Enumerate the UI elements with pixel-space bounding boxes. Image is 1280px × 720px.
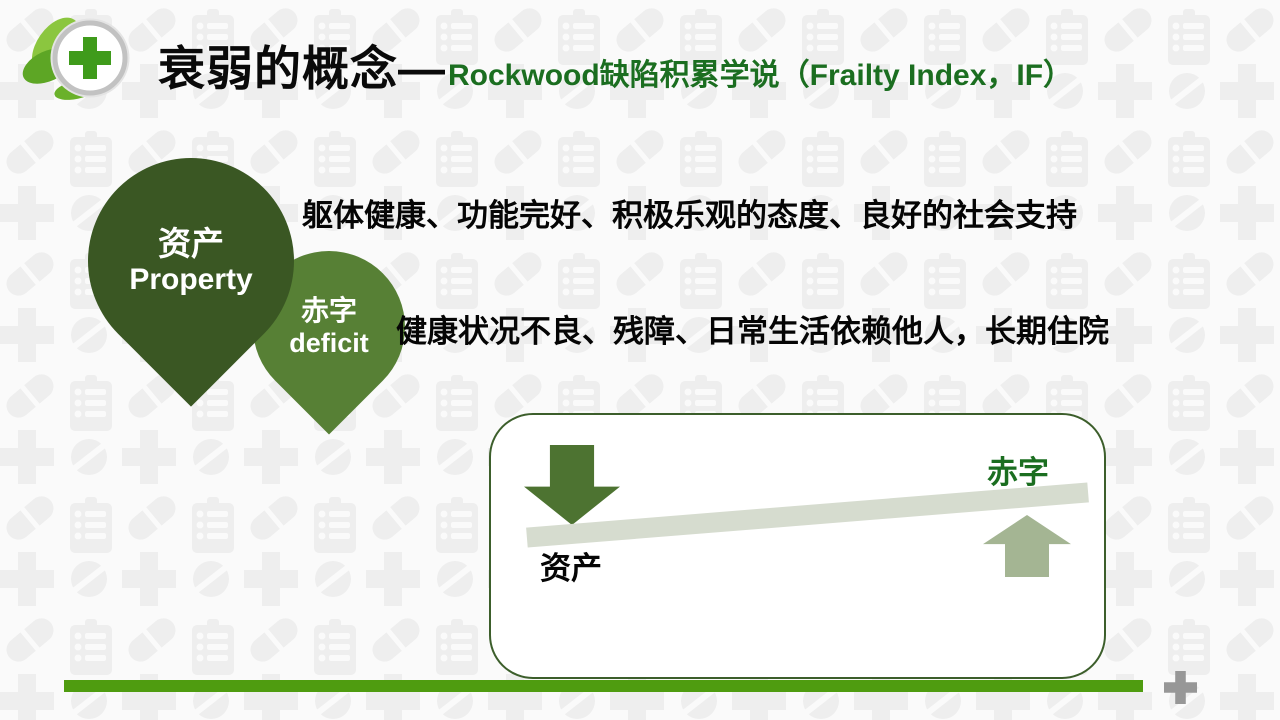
down-arrow-icon [524,445,620,525]
page-title-main: 衰弱的概念— [158,42,446,95]
seesaw-left-label: 资产 [540,551,602,586]
deficit-drop-label-zh: 赤字 [300,295,357,327]
up-arrow-icon [983,515,1071,577]
page-title: 衰弱的概念— Rockwood缺陷积累学说（Frailty Index，IF） [158,30,1073,99]
property-drop-label-zh: 资产 [158,224,224,262]
property-drop: 资产 Property [45,115,337,407]
property-drop-label-en: Property [129,262,253,296]
property-drop-label: 资产 Property [88,158,294,364]
footer-divider [64,680,1143,692]
deficit-description: 健康状况不良、残障、日常生活依赖他人，长期住院 [396,314,1109,349]
logo-leaf-cross-icon [22,17,130,100]
seesaw-box: 资产 赤字 [489,413,1106,679]
page-title-sub: Rockwood缺陷积累学说（Frailty Index，IF） [448,59,1074,92]
property-description: 躯体健康、功能完好、积极乐观的态度、良好的社会支持 [302,198,1077,233]
deficit-drop-label-en: deficit [289,327,369,358]
seesaw-right-label: 赤字 [987,455,1049,490]
